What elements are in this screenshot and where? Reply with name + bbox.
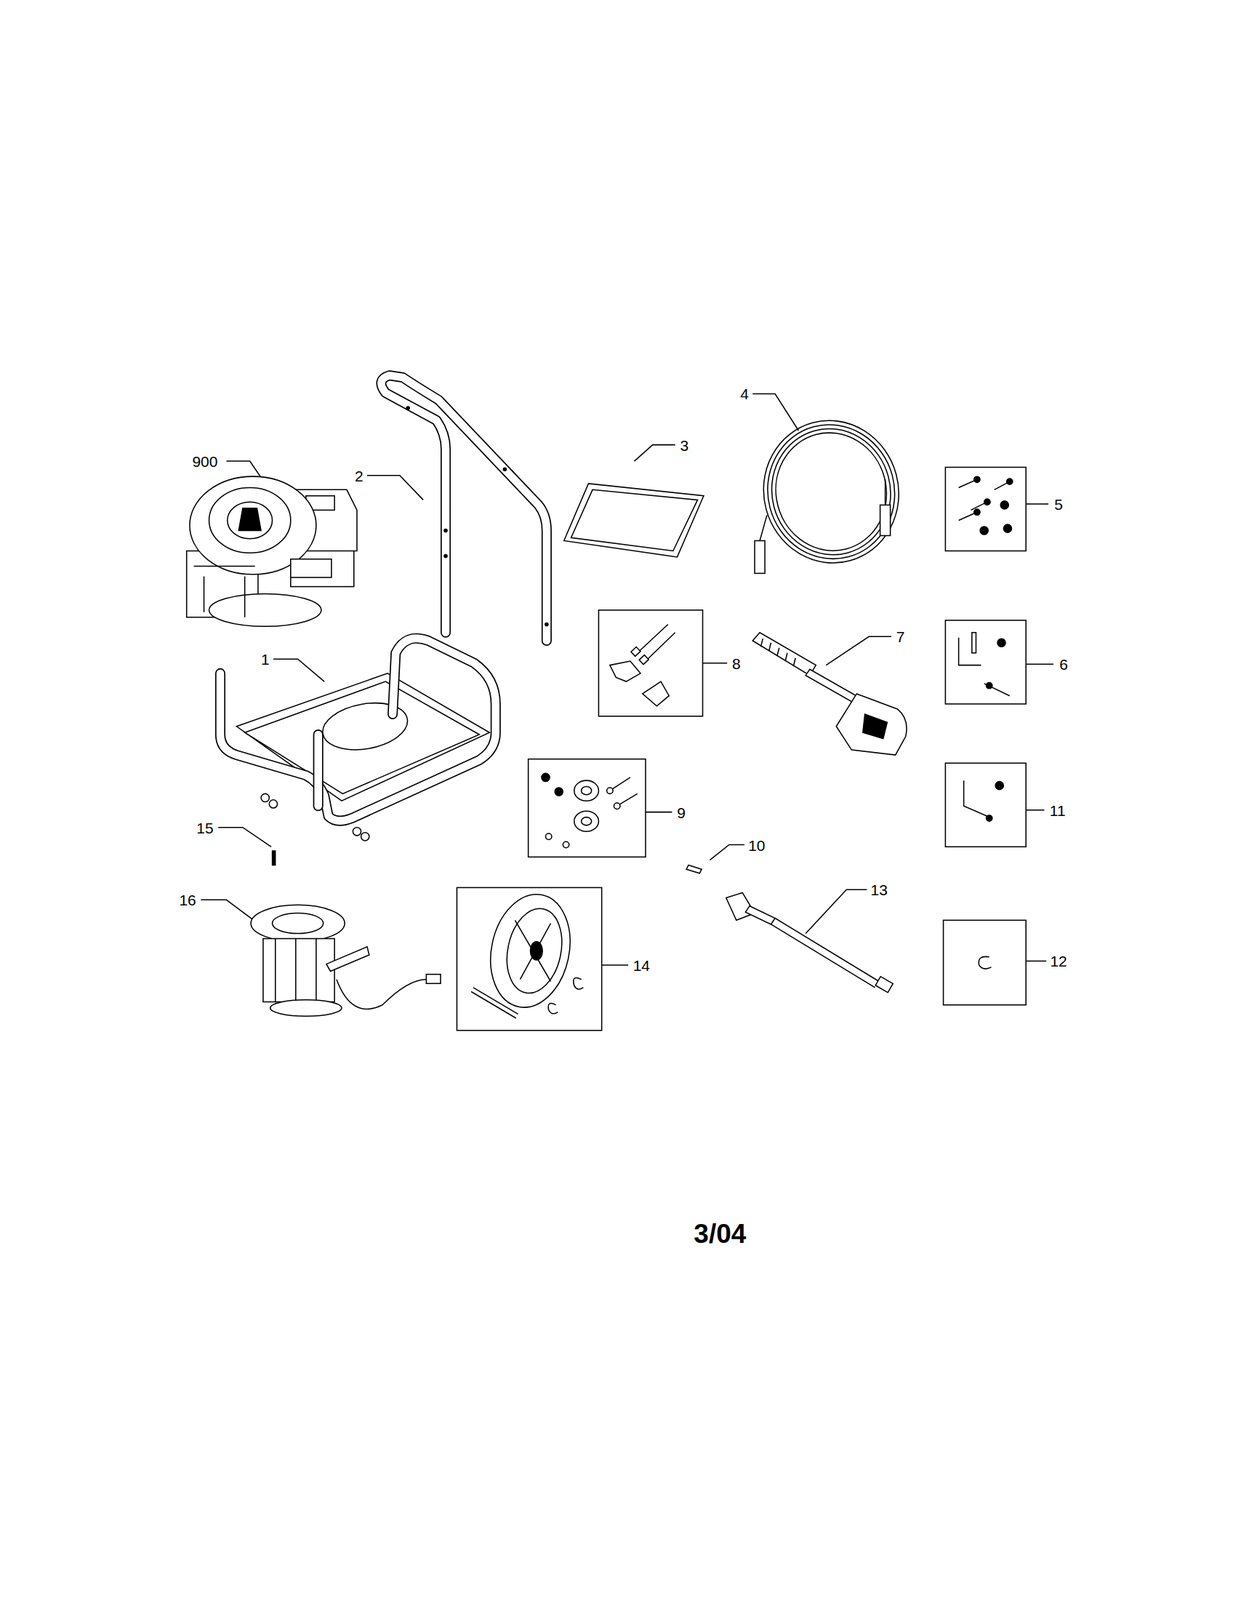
callout-number: 900: [191, 453, 218, 469]
callout-number: 1: [260, 651, 270, 667]
callout-number: 11: [1049, 801, 1066, 818]
leader-lines: [200, 393, 1054, 965]
callout-number: 13: [870, 881, 888, 898]
wheel-box: [456, 886, 602, 1030]
pump: [250, 904, 441, 1016]
callout-number: 8: [732, 655, 741, 671]
hardware-box: [945, 762, 1026, 847]
pin: [686, 865, 702, 874]
callout-number: 10: [748, 836, 765, 853]
hardware-box: [945, 466, 1026, 551]
callout-number: 14: [633, 957, 650, 973]
hardware-box: [598, 609, 703, 717]
spray-gun: [752, 632, 907, 755]
clip-box: [943, 919, 1027, 1004]
callout-number: 4: [740, 386, 749, 402]
callout-number: 9: [676, 804, 686, 820]
pin: [272, 850, 276, 866]
wand: [726, 892, 893, 992]
frame: [220, 638, 496, 841]
callout-number: 7: [896, 628, 906, 645]
hardware-box: [945, 620, 1026, 704]
panel: [564, 483, 704, 557]
date-code: 3/04: [693, 1219, 746, 1247]
engine: [186, 476, 357, 626]
callout-number: 2: [354, 467, 364, 483]
hose-coil: [747, 404, 915, 578]
hardware-box: [528, 758, 646, 858]
callout-number: 12: [1049, 953, 1067, 969]
callout-number: 3: [679, 436, 689, 453]
handle-tube: [380, 375, 549, 641]
callout-number: 16: [178, 892, 196, 908]
callout-number: 6: [1059, 656, 1068, 672]
callout-number: 15: [196, 819, 214, 835]
callout-number: 5: [1054, 495, 1063, 512]
